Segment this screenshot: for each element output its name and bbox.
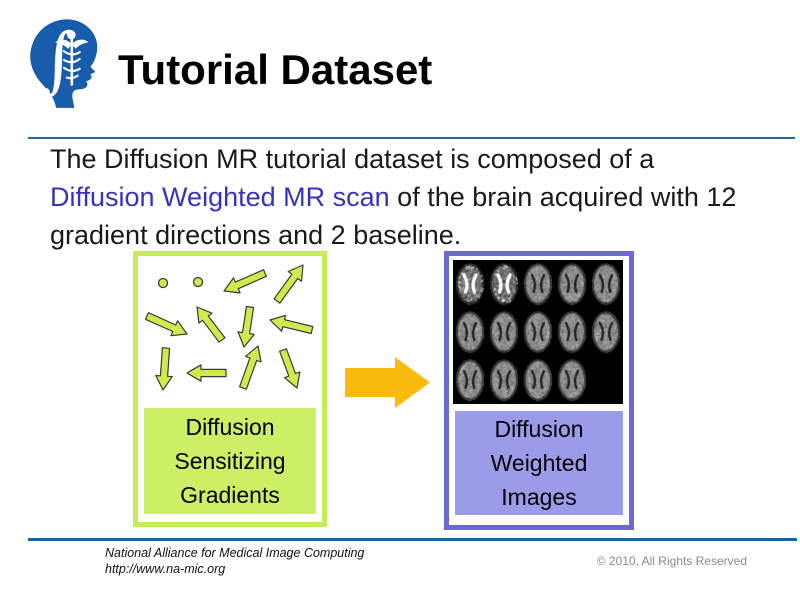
flow-arrow-icon (345, 357, 430, 408)
gradient-arrow-icon (240, 346, 261, 389)
na-mic-logo: ∫ (20, 10, 108, 108)
gradients-label-line: Sensitizing (144, 444, 316, 478)
intro-line: The Diffusion MR tutorial dataset is com… (50, 140, 736, 178)
flow-arrow-shape (345, 357, 430, 408)
gradient-arrow-icon (270, 315, 313, 333)
brain-mri-montage (453, 260, 623, 404)
gradients-box: Diffusion Sensitizing Gradients (133, 251, 327, 527)
gradient-arrow-icon (274, 265, 303, 303)
footer-org-url: http://www.na-mic.org (105, 561, 364, 577)
intro-paragraph: The Diffusion MR tutorial dataset is com… (50, 140, 736, 254)
gradient-arrow-icon (238, 307, 254, 348)
intro-line: gradient directions and 2 baseline. (50, 216, 736, 254)
intro-text: The Diffusion MR tutorial dataset is com… (50, 144, 654, 174)
gradient-arrow-icon (280, 349, 300, 388)
intro-line: Diffusion Weighted MR scan of the brain … (50, 178, 736, 216)
gradients-label: Diffusion Sensitizing Gradients (144, 408, 316, 514)
title-rule (28, 137, 795, 139)
dwi-label-line: Images (455, 480, 623, 514)
gradient-arrow-icon (197, 307, 225, 342)
gradient-arrow-icon (156, 348, 172, 390)
intro-text: gradient directions and 2 baseline. (50, 220, 461, 250)
intro-highlight-text: Diffusion Weighted MR scan (50, 182, 390, 212)
dwi-label-line: Weighted (455, 446, 623, 480)
dwi-box: Diffusion Weighted Images (444, 251, 634, 530)
footer-rule (28, 538, 797, 541)
gradient-arrow-icon (146, 313, 188, 336)
gradient-arrows-icon (138, 256, 322, 406)
footer-org-name: National Alliance for Medical Image Comp… (105, 545, 364, 561)
baseline-dot-icon (159, 279, 168, 288)
gradient-arrow-icon (224, 270, 266, 293)
gradients-label-line: Gradients (144, 478, 316, 512)
dwi-label-line: Diffusion (455, 412, 623, 446)
gradient-arrow-icon (187, 365, 226, 381)
intro-text: of the brain acquired with 12 (390, 182, 737, 212)
footer-org-block: National Alliance for Medical Image Comp… (105, 545, 364, 577)
baseline-dot-icon (194, 278, 203, 287)
dwi-label: Diffusion Weighted Images (455, 411, 623, 515)
slide-title: Tutorial Dataset (118, 46, 432, 94)
gradients-label-line: Diffusion (144, 410, 316, 444)
copyright-notice: © 2010, All Rights Reserved (597, 554, 747, 568)
